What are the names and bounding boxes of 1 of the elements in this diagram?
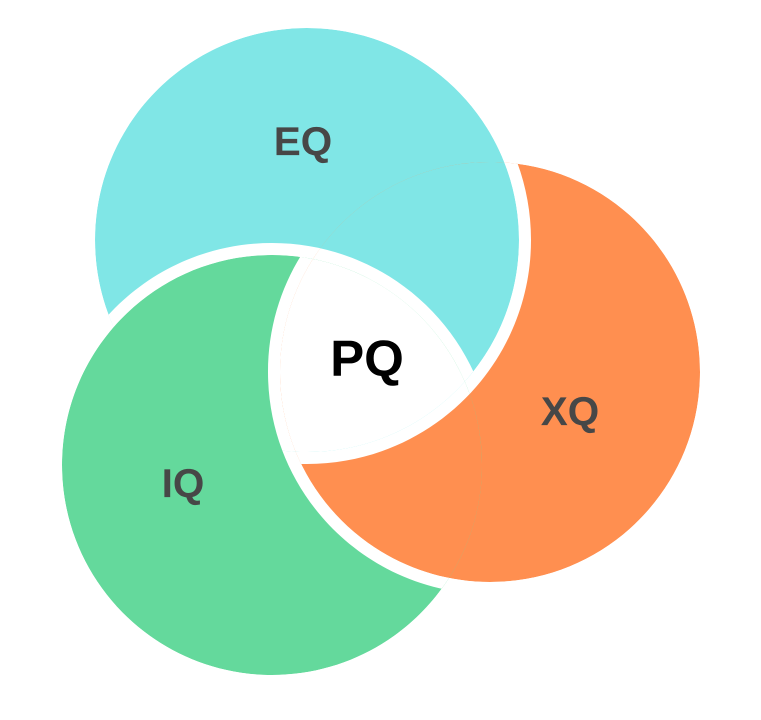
center-label: PQ	[334, 340, 402, 386]
